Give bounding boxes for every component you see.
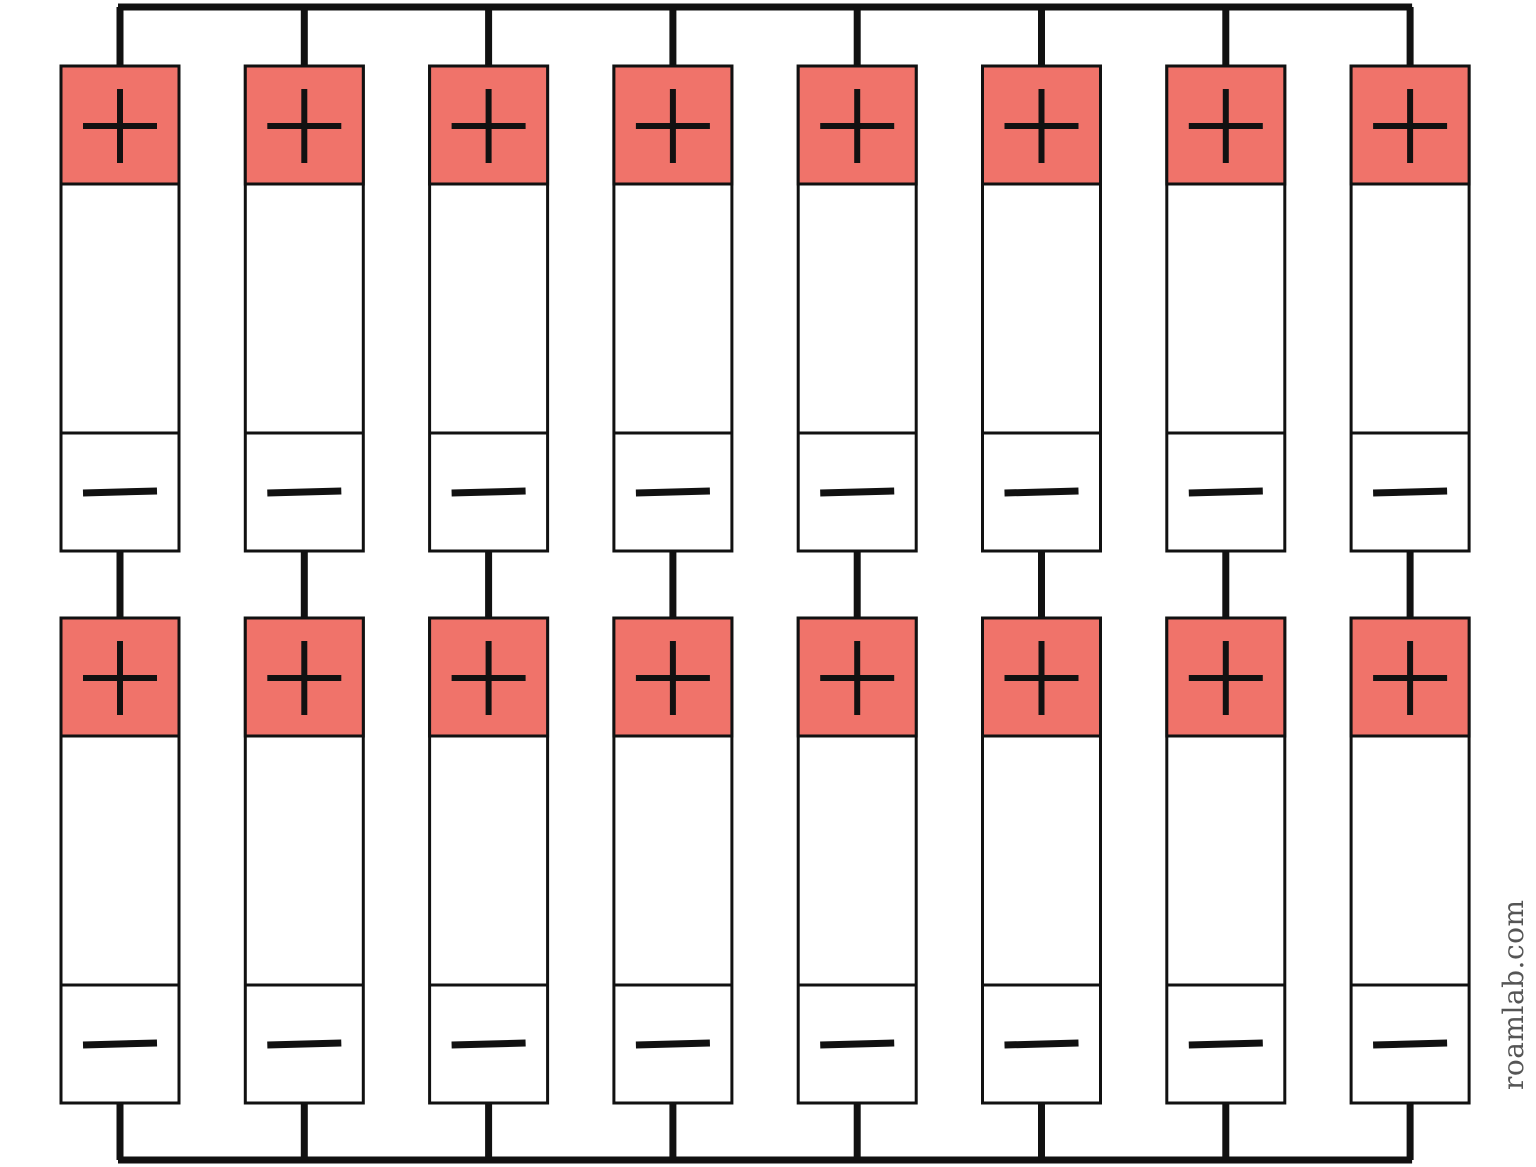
battery-cell [612, 616, 734, 1105]
battery-cell [243, 616, 365, 1105]
minus-icon [820, 1039, 895, 1049]
battery-cell [981, 616, 1102, 1105]
minus-icon [451, 1039, 526, 1049]
positive-terminal [59, 64, 181, 186]
minus-icon [820, 487, 895, 497]
battery-cell [59, 64, 181, 553]
minus-icon [267, 487, 342, 497]
battery-cell [796, 64, 918, 553]
positive-terminal [796, 616, 918, 738]
minus-icon [267, 1039, 342, 1049]
minus-icon [82, 487, 158, 497]
minus-icon [1373, 1039, 1448, 1049]
minus-icon [635, 487, 710, 497]
minus-icon [451, 487, 526, 497]
battery-cell [428, 616, 550, 1105]
minus-icon [1004, 487, 1079, 497]
minus-icon [1188, 1039, 1263, 1049]
battery-cell [243, 64, 365, 553]
cell-array [59, 64, 1471, 1105]
battery-cell [612, 64, 734, 553]
battery-cell [796, 616, 918, 1105]
minus-icon [1188, 487, 1263, 497]
battery-cell [59, 616, 181, 1105]
battery-cell [1349, 64, 1471, 553]
wiring [116, 3, 1414, 1164]
minus-icon [1373, 487, 1448, 497]
positive-terminal [428, 64, 550, 186]
battery-cell [1349, 616, 1471, 1105]
minus-icon [1004, 1039, 1079, 1049]
battery-cell [981, 64, 1102, 553]
minus-icon [82, 1039, 158, 1049]
minus-icon [635, 1039, 710, 1049]
battery-cell [1165, 64, 1287, 553]
positive-terminal [1165, 64, 1287, 186]
watermark: roamlab.com [1497, 899, 1530, 1090]
battery-cell [1165, 616, 1287, 1105]
battery-cell [428, 64, 550, 553]
